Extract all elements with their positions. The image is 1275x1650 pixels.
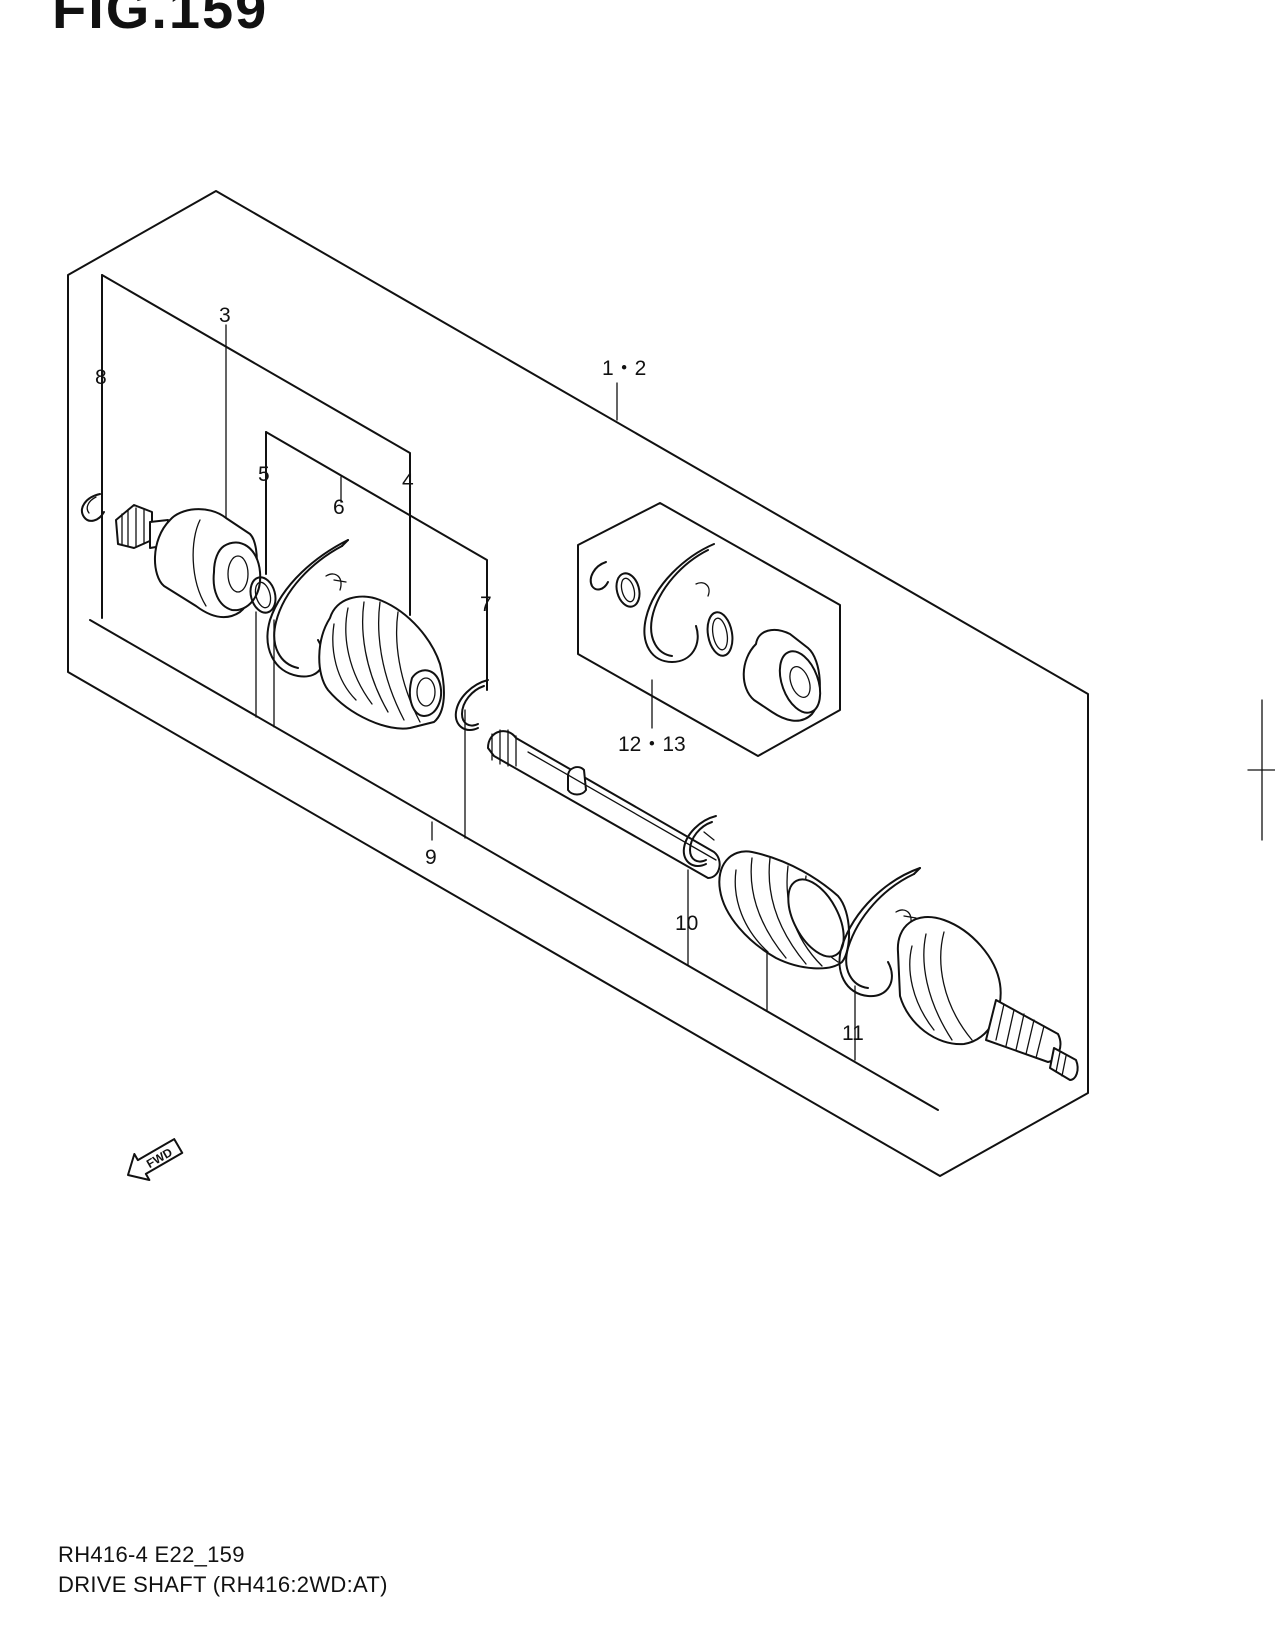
repair-kit-bracket (577, 502, 841, 757)
boot-band-10 (682, 815, 717, 867)
diagram-code: RH416-4 E22_159 (58, 1542, 245, 1567)
callout-1-2: 1・2 (602, 357, 646, 380)
boot-band-7 (454, 679, 489, 731)
callout-12-13: 12・13 (618, 733, 686, 756)
snap-ring-8-inner (86, 496, 97, 514)
callout-3: 3 (219, 304, 231, 327)
diagram-title: DRIVE SHAFT (RH416:2WD:AT) (58, 1572, 388, 1597)
outer-boot (718, 850, 851, 970)
assembly-outline (67, 190, 1089, 1177)
inner-joint-housing-3 (115, 504, 262, 618)
callout-7: 7 (480, 593, 492, 616)
inner-boot-4 (318, 595, 445, 730)
figure-number: FIG.159 (52, 0, 269, 40)
fwd-arrow: FWD (127, 1138, 184, 1181)
bracket-bottom-edge (89, 619, 939, 1111)
callout-10: 10 (675, 912, 698, 935)
repair-kit-parts (589, 543, 822, 722)
outer-cv-joint (896, 915, 1079, 1081)
main-shaft (487, 729, 721, 879)
callout-4: 4 (402, 470, 414, 493)
callout-5: 5 (258, 463, 270, 486)
boot-band-outer (838, 867, 921, 998)
snap-ring-8 (81, 493, 105, 522)
circlip-5-inner (254, 581, 272, 609)
callout-8: 8 (95, 366, 107, 389)
callout-11: 11 (842, 1022, 864, 1045)
callout-6: 6 (333, 496, 345, 519)
circlip-5 (249, 576, 277, 614)
callout-9: 9 (425, 846, 437, 869)
